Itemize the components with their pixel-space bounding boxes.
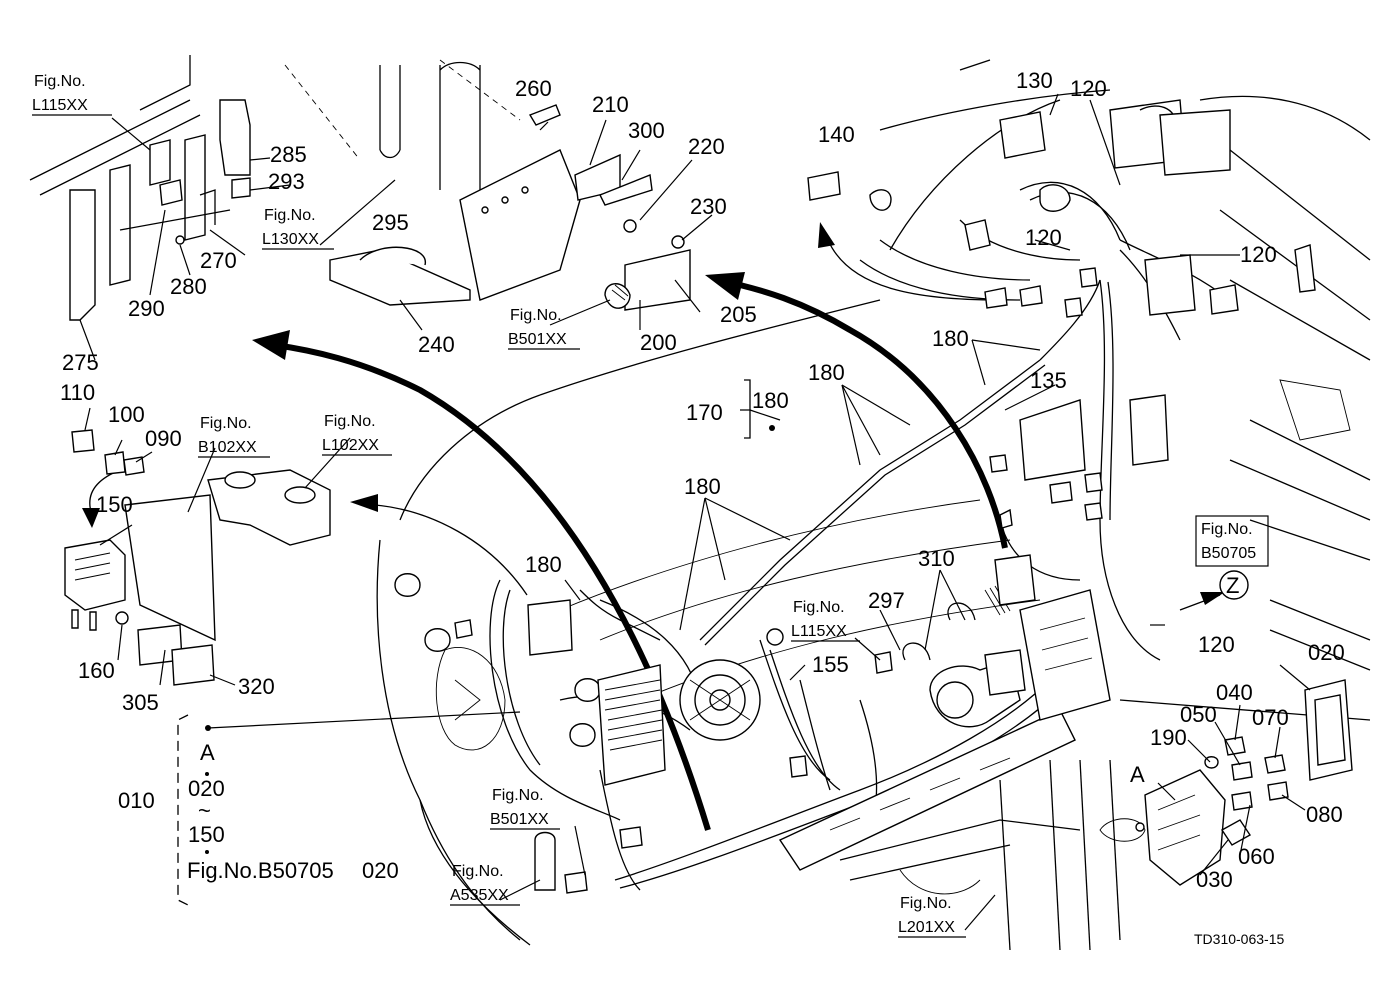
part-180-label-c: 180 (752, 388, 789, 413)
part-160-label: 160 (78, 658, 115, 683)
part-270-label: 270 (200, 248, 237, 273)
part-293-label: 293 (268, 169, 305, 194)
fig-ref-title: Fig.No. (452, 863, 504, 880)
view-mark-z: Z (1226, 573, 1239, 598)
part-120-label-c: 120 (1240, 242, 1277, 267)
part-280-label: 280 (170, 274, 207, 299)
part-130-label: 130 (1016, 68, 1053, 93)
part-180-label-b: 180 (808, 360, 845, 385)
part-180-label-d: 180 (684, 474, 721, 499)
fig-ref-title: Fig.No. (900, 895, 952, 912)
part-180-label-e: 180 (525, 552, 562, 577)
fig-ref-title: Fig.No. (324, 413, 376, 430)
fig-ref-code: L102XX (322, 437, 379, 454)
relay-plate-group (329, 104, 691, 311)
fig-ref-code: B501XX (508, 331, 567, 348)
fig-ref-title: Fig.No. (34, 73, 86, 90)
drawing-code: TD310-063-15 (1194, 931, 1284, 947)
fig-ref-code: L115XX (791, 623, 847, 640)
fig-ref-code: B501XX (490, 811, 549, 828)
part-030-label: 030 (1196, 867, 1233, 892)
fig-ref-code: L201XX (898, 919, 955, 936)
part-260-label: 260 (515, 76, 552, 101)
part-050-label: 050 (1180, 702, 1217, 727)
assembly-010-a: A (200, 740, 215, 765)
part-120-label-a: 120 (1070, 76, 1107, 101)
part-285-label: 285 (270, 142, 307, 167)
part-190-label: 190 (1150, 725, 1187, 750)
fig-ref-code: L130XX (262, 231, 319, 248)
part-240-label: 240 (418, 332, 455, 357)
part-275-label: 275 (62, 350, 99, 375)
assembly-010-to: 150 (188, 822, 225, 847)
part-310-label: 310 (918, 546, 955, 571)
fig-ref-title: Fig.No. (200, 415, 252, 432)
fig-ref-title: Fig.No. (1201, 521, 1253, 538)
part-170-label: 170 (686, 400, 723, 425)
part-200-label: 200 (640, 330, 677, 355)
bracket-group-top-left (29, 55, 251, 321)
part-070-label: 070 (1252, 705, 1289, 730)
part-040-label: 040 (1216, 680, 1253, 705)
fuse-box-group (1135, 679, 1353, 886)
view-mark-a: A (1130, 762, 1145, 787)
part-320-label: 320 (238, 674, 275, 699)
fig-ref-code: B102XX (198, 439, 257, 456)
assembly-010-ref: Fig.No.B50705 (187, 858, 334, 883)
view-mark-z-circle (1219, 570, 1249, 600)
engine-components (394, 454, 1111, 894)
part-060-label: 060 (1238, 844, 1275, 869)
part-110-label: 110 (60, 380, 95, 405)
part-120-label-d: 120 (1198, 632, 1235, 657)
fig-ref-title: Fig.No. (510, 307, 562, 324)
figure-references: Fig.No. L115XX Fig.No. L130XX Fig.No. B5… (32, 73, 1269, 938)
part-100-label: 100 (108, 402, 145, 427)
part-080-label: 080 (1306, 802, 1343, 827)
part-295-label: 295 (372, 210, 409, 235)
part-120-label-b: 120 (1025, 225, 1062, 250)
fig-ref-code: A535XX (450, 887, 509, 904)
part-220-label: 220 (688, 134, 725, 159)
part-210-label: 210 (592, 92, 629, 117)
leader-lines (79, 93, 1311, 931)
dashboard-harness-group (807, 99, 1316, 481)
part-305-label: 305 (122, 690, 159, 715)
fig-ref-title: Fig.No. (793, 599, 845, 616)
fig-ref-code: B50705 (1201, 545, 1256, 562)
part-205-label: 205 (720, 302, 757, 327)
part-010-label: 010 (118, 788, 155, 813)
fig-ref-title: Fig.No. (264, 207, 316, 224)
part-number-labels: 260 210 300 220 230 295 240 205 200 285 … (60, 68, 1345, 892)
part-290-label: 290 (128, 296, 165, 321)
wire-harness (489, 181, 1231, 891)
part-300-label: 300 (628, 118, 665, 143)
fig-ref-title: Fig.No. (492, 787, 544, 804)
relay-bracket-group (64, 429, 331, 686)
part-135-label: 135 (1030, 368, 1067, 393)
assembly-010-tilde: ~ (198, 798, 211, 823)
part-230-label: 230 (690, 194, 727, 219)
part-090-label: 090 (145, 426, 182, 451)
fig-ref-code: L115XX (32, 97, 88, 114)
part-297-label: 297 (868, 588, 905, 613)
part-020-label: 020 (1308, 640, 1345, 665)
assembly-010-from: 020 (188, 776, 225, 801)
part-155-label: 155 (812, 652, 849, 677)
part-140-label: 140 (818, 122, 855, 147)
part-150-label: 150 (96, 492, 133, 517)
assembly-010-group: 010 A 020 ~ 150 Fig.No.B50705 020 (118, 740, 399, 883)
part-180-label-a: 180 (932, 326, 969, 351)
dashed-brackets (177, 379, 751, 906)
assembly-010-ref-part: 020 (362, 858, 399, 883)
